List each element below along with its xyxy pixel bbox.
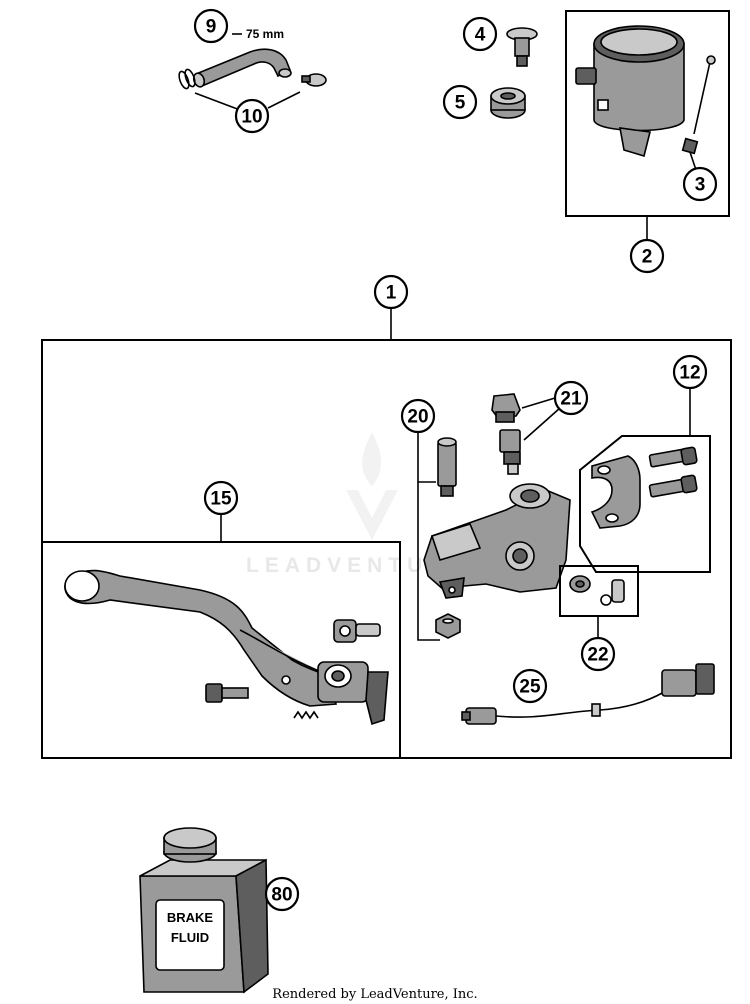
screw-part-4 [506,27,538,67]
callout-22: 22 [580,636,616,672]
callout-22-label: 22 [587,645,608,666]
bleed-screw-part-21 [499,429,521,475]
watermark: LEADVENTURE [246,432,470,577]
watermark-logo [346,432,398,540]
hose-length-label: 75 mm [246,27,284,41]
callout-10: 10 [234,98,270,134]
callout-2: 2 [629,238,665,274]
callout-2-label: 2 [642,247,653,268]
seal-kit [569,575,625,606]
grommet-part-5 [490,87,526,119]
callout-25: 25 [512,668,548,704]
seal-kit-box [559,565,639,617]
lever-adjuster [333,619,381,643]
callout-15-label: 15 [210,489,232,510]
callout-15: 15 [203,480,239,516]
callout-3: 3 [682,166,718,202]
callout-21: 21 [553,380,589,416]
watermark-text: LEADVENTURE [246,554,470,577]
clamp-bolt-lower [648,474,698,498]
clamp-bolt-upper [648,446,698,468]
footer-credit: Rendered by LeadVenture, Inc. [272,987,477,1002]
bleed-cap-part-21 [491,393,521,423]
callout-1-label: 1 [386,283,397,304]
lever-subframe [42,541,401,758]
callout-12: 12 [672,354,708,390]
hose-assembly [178,48,327,90]
master-cylinder-body [423,483,571,599]
callout-80: 80 [264,876,300,912]
reservoir-bolt [681,55,716,155]
callout-3-label: 3 [695,175,706,196]
callout-21-label: 21 [560,389,582,410]
callout-10-label: 10 [241,107,262,128]
callout-1: 1 [373,274,409,310]
can-label-brake: BRAKE [167,910,214,925]
callout-5-label: 5 [455,93,466,114]
callout-5: 5 [442,84,478,120]
lever-pivot [317,661,389,726]
fluid-reservoir [575,25,685,158]
callout-80-label: 80 [271,885,292,906]
hose-clamp-right [301,73,327,87]
lever-spring [293,710,319,720]
pin-part-20 [437,437,457,497]
master-cylinder-assembly-frame [41,339,732,759]
nut-part-20 [435,613,461,639]
hose-clamp-left [178,68,196,90]
brake-lever [64,569,389,726]
callout-20: 20 [400,398,436,434]
handlebar-clamp [590,455,641,529]
can-label-fluid: FLUID [171,930,209,945]
callout-9: 9 [193,8,229,44]
clamp-box [579,435,711,573]
callout-9-label: 9 [206,17,217,38]
switch-connector [661,663,715,697]
callout-25-label: 25 [519,677,541,698]
callout-12-label: 12 [679,363,700,384]
pivot-bolt [205,683,249,703]
callout-20-label: 20 [407,407,428,428]
callout-4-label: 4 [475,25,486,46]
brake-light-switch [461,663,715,725]
callout-4: 4 [462,16,498,52]
brake-fluid-can: BRAKE FLUID [139,827,269,994]
